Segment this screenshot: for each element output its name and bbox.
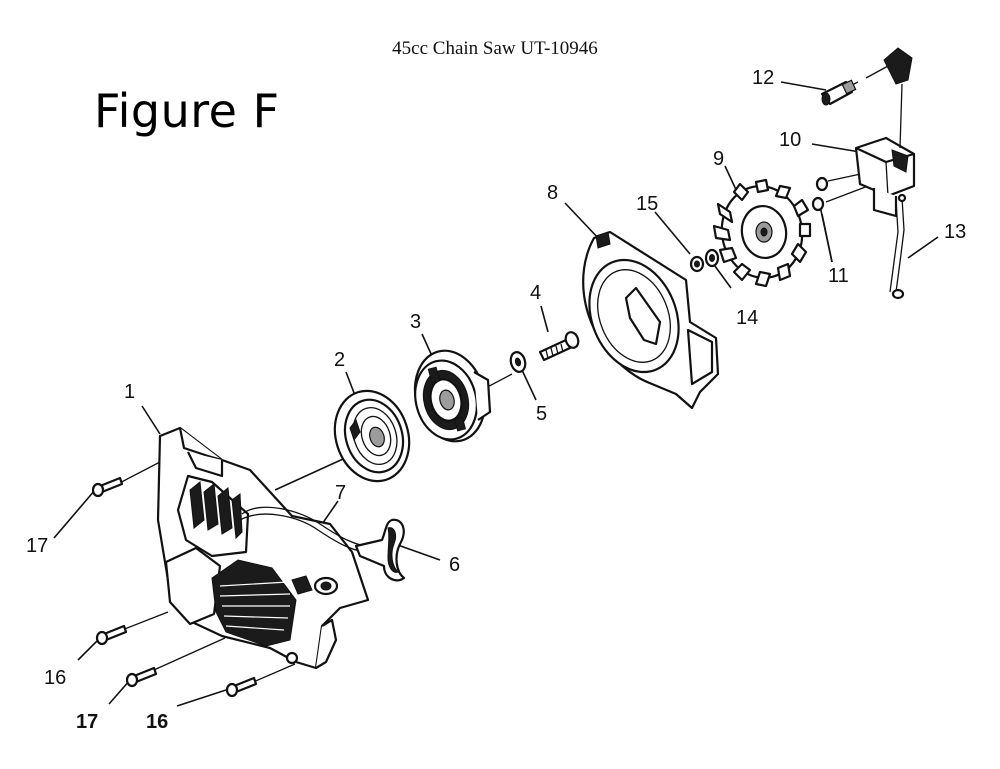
starter-handle — [354, 518, 406, 582]
ignition-module — [854, 136, 916, 218]
callout-16-upper: 16 — [44, 667, 66, 689]
ignition-bolts — [811, 176, 829, 212]
fan-shroud — [582, 230, 720, 410]
rope-pulley — [413, 349, 492, 443]
callout-10: 10 — [779, 129, 801, 151]
recoil-spring — [333, 389, 411, 483]
callout-11: 11 — [828, 265, 849, 287]
flywheel — [712, 178, 812, 288]
callout-1: 1 — [124, 381, 135, 403]
callout-13: 13 — [944, 221, 966, 243]
callout-9: 9 — [713, 148, 724, 170]
callout-8: 8 — [547, 182, 558, 204]
callout-17-upper: 17 — [26, 535, 48, 557]
callout-labels: 1 2 3 4 5 6 7 8 9 10 11 12 13 14 15 16 1… — [26, 67, 966, 733]
ignition-wire — [889, 193, 907, 300]
callout-6: 6 — [449, 554, 460, 576]
washer — [509, 351, 527, 373]
figure-title: Figure F — [94, 84, 280, 138]
callout-12: 12 — [752, 67, 774, 89]
callout-2: 2 — [334, 349, 345, 371]
callout-15: 15 — [636, 193, 658, 215]
callout-16-lower: 16 — [146, 711, 168, 733]
callout-4: 4 — [530, 282, 541, 304]
callout-14: 14 — [736, 307, 758, 329]
shoulder-screw — [538, 331, 580, 362]
flywheel-nut — [689, 255, 705, 273]
callout-5: 5 — [536, 403, 547, 425]
document-title: 45cc Chain Saw UT-10946 — [392, 38, 598, 59]
callout-7: 7 — [335, 482, 346, 504]
flywheel-washer — [704, 248, 720, 268]
screw-16-upper — [95, 624, 128, 646]
callout-17-lower: 17 — [76, 711, 98, 733]
spark-plug-boot — [865, 47, 913, 149]
starter-rope — [239, 506, 377, 555]
starter-housing — [156, 426, 370, 670]
screw-17-upper — [91, 476, 124, 498]
screw-17-lower — [125, 666, 158, 688]
screw-16-lower — [225, 676, 258, 698]
callout-3: 3 — [410, 311, 421, 333]
spark-plug — [820, 79, 859, 106]
